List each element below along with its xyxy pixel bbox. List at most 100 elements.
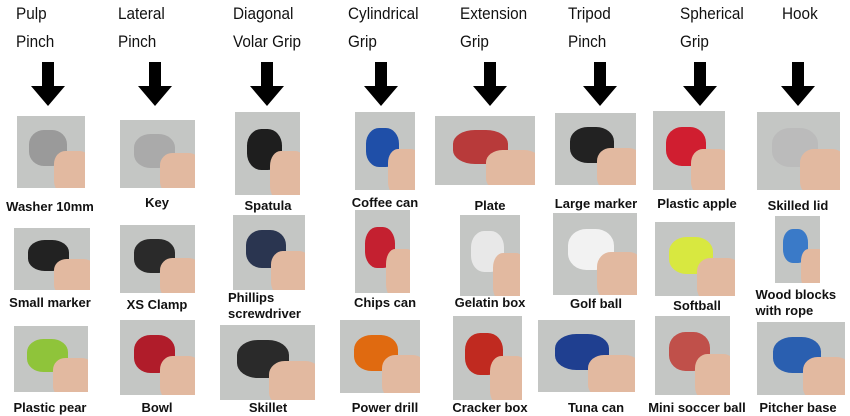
hand-shape [802, 357, 845, 395]
object-label: Skilled lid [767, 198, 829, 213]
object-label: Chips can [353, 295, 417, 310]
object-label: Bowl [141, 400, 173, 415]
grasp-type-title-line: Pinch [16, 32, 55, 51]
hand-shape [597, 147, 636, 185]
grasp-type-title-line: Spherical [680, 4, 744, 23]
object-label: Plate [474, 198, 506, 213]
object-label: Phillips screwdriver [228, 290, 301, 321]
object-photo-key [120, 120, 195, 188]
object-photo-pitcher-base [757, 322, 845, 395]
grasp-type-title-line: Grip [680, 32, 709, 51]
object-label: Coffee can [351, 195, 419, 210]
down-arrow-icon [31, 62, 65, 106]
hand-shape [697, 257, 735, 296]
hand-shape [694, 353, 730, 395]
object-label: Mini soccer ball [648, 400, 746, 415]
grasp-type-title-line: Hook [782, 4, 818, 23]
down-arrow-icon [138, 62, 172, 106]
object-photo-skilled-lid [757, 112, 840, 190]
object-photo-plastic-apple [653, 111, 725, 190]
object-label: Gelatin box [454, 295, 526, 310]
grasp-type-title-line: Volar Grip [233, 32, 302, 51]
object-photo-plate [435, 116, 535, 185]
grasp-type-title-line: Grip [460, 32, 489, 51]
object-photo-phillips-screwdriver [233, 215, 305, 290]
hand-shape [54, 258, 90, 290]
object-photo-spatula [235, 112, 300, 195]
object-label: XS Clamp [126, 297, 188, 312]
hand-shape [268, 361, 315, 400]
down-arrow-icon [683, 62, 717, 106]
object-label: Tuna can [567, 400, 625, 415]
hand-shape [385, 249, 410, 293]
grasp-type-title-line: Pulp [16, 4, 47, 23]
object-photo-coffee-can [355, 112, 415, 190]
object-photo-mini-soccer-ball [655, 316, 730, 395]
hand-shape [159, 356, 195, 395]
object-photo-softball [655, 222, 735, 296]
object-photo-bowl [120, 320, 195, 395]
grasp-type-title-line: Grip [348, 32, 377, 51]
object-photo-skillet [220, 325, 315, 400]
object-label: Plastic pear [13, 400, 87, 415]
grasp-type-title-line: Pinch [118, 32, 157, 51]
object-photo-gelatin-box [460, 215, 520, 296]
object-label: Small marker [9, 295, 91, 310]
object-label: Key [145, 195, 169, 210]
object-photo-wood-blocks-with-rope [775, 216, 820, 283]
down-arrow-icon [781, 62, 815, 106]
down-arrow-icon [364, 62, 398, 106]
hand-shape [800, 149, 840, 190]
object-label: Power drill [351, 400, 419, 415]
object-label: Softball [673, 298, 721, 313]
object-photo-tuna-can [538, 320, 635, 392]
object-label: Golf ball [570, 296, 622, 311]
grasp-type-title-line: Tripod [568, 4, 611, 23]
hand-shape [493, 253, 520, 296]
object-photo-cracker-box [453, 316, 522, 400]
object-photo-small-marker [14, 228, 90, 290]
down-arrow-icon [583, 62, 617, 106]
hand-shape [270, 151, 300, 195]
hand-shape [53, 150, 85, 188]
hand-shape [388, 149, 415, 190]
down-arrow-icon [473, 62, 507, 106]
object-photo-plastic-pear [14, 326, 88, 392]
object-photo-golf-ball [553, 213, 637, 295]
hand-shape [486, 149, 535, 185]
object-photo-washer-10mm [17, 116, 85, 188]
hand-shape [382, 355, 420, 393]
grasp-type-title-line: Extension [460, 4, 528, 23]
hand-shape [53, 358, 88, 392]
hand-shape [159, 258, 195, 293]
grasp-type-title-line: Lateral [118, 4, 165, 23]
hand-shape [159, 153, 195, 188]
grasp-type-title-line: Pinch [568, 32, 607, 51]
hand-shape [801, 248, 820, 283]
grasp-type-title-line: Diagonal [233, 4, 294, 23]
object-label: Cracker box [452, 400, 528, 415]
grasp-type-title-line: Cylindrical [348, 4, 419, 23]
object-photo-chips-can [355, 210, 410, 293]
object-label: Spatula [244, 198, 292, 213]
grasp-type-title: Hook [782, 0, 818, 28]
hand-shape [691, 148, 725, 190]
object-label: Washer 10mm [6, 199, 94, 214]
object-label: Wood blocks with rope [755, 287, 837, 318]
hand-shape [596, 251, 637, 295]
hand-shape [587, 354, 635, 392]
object-label: Pitcher base [759, 400, 837, 415]
down-arrow-icon [250, 62, 284, 106]
hand-shape [490, 355, 522, 400]
object-label: Plastic apple [657, 196, 737, 211]
object-photo-power-drill [340, 320, 420, 393]
object-label: Large marker [554, 196, 638, 211]
object-label: Skillet [248, 400, 288, 415]
